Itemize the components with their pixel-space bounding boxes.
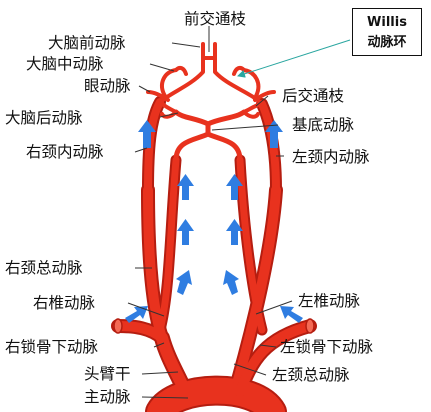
- label-middle-cerebral: 大脑中动脉: [26, 55, 104, 73]
- label-ophthalmic: 眼动脉: [84, 77, 131, 95]
- label-left-vertebral: 左椎动脉: [298, 292, 361, 310]
- leader-willis: [237, 39, 351, 78]
- middle-cerebral-left: [242, 68, 261, 98]
- label-brachiocephalic-trunk: 头臂干: [84, 365, 131, 383]
- label-left-subclavian: 左锁骨下动脉: [280, 338, 374, 356]
- label-left-common-carotid: 左颈总动脉: [272, 366, 350, 384]
- anterior-cerebral-left: [213, 42, 264, 106]
- leader-brachiocephalic: [141, 371, 179, 375]
- flow-arrow-left-subclavian: [280, 306, 303, 323]
- label-aorta: 主动脉: [84, 388, 131, 406]
- label-posterior-communicating: 后交通枝: [282, 87, 345, 105]
- label-right-common-carotid: 右颈总动脉: [5, 259, 83, 277]
- left-subclavian-cut: [305, 318, 315, 334]
- label-posterior-cerebral: 大脑后动脉: [5, 109, 83, 127]
- label-basilar: 基底动脉: [292, 116, 355, 134]
- willis-ring-callout: Willis 动脉环: [352, 8, 422, 56]
- flow-arrow-left-vertebral-3: [223, 270, 239, 295]
- willis-box-subtitle: 动脉环: [367, 35, 407, 50]
- flow-arrow-right-subclavian: [125, 306, 148, 323]
- flow-arrow-right-internal: [138, 120, 156, 148]
- label-right-internal-carotid: 右颈内动脉: [26, 143, 104, 161]
- posterior-cerebral-right: [173, 109, 211, 127]
- label-left-internal-carotid: 左颈内动脉: [292, 148, 370, 166]
- leader-posterior-cerebral: [159, 112, 179, 118]
- label-anterior-cerebral: 大脑前动脉: [48, 34, 126, 52]
- leader-ophthalmic: [138, 85, 151, 93]
- leader-middle-cerebral: [149, 63, 175, 72]
- leader-aorta: [141, 396, 189, 399]
- leader-anterior-cerebral: [171, 42, 201, 48]
- ophthalmic-left: [253, 90, 276, 102]
- left-branch-small: [232, 65, 246, 76]
- flow-arrow-left-vertebral-1: [226, 174, 243, 200]
- leader-left-vertebral: [255, 300, 293, 315]
- leader-right-internal: [134, 147, 148, 153]
- leader-left-subclavian: [259, 344, 277, 348]
- flow-arrow-right-vertebral-2: [177, 219, 194, 245]
- willis-box-title: Willis: [367, 15, 407, 30]
- leader-basilar: [211, 124, 279, 131]
- right-subclavian-cut: [113, 318, 123, 334]
- flow-arrow-right-vertebral-1: [177, 174, 194, 200]
- leader-right-subclavian: [153, 342, 165, 348]
- flow-arrow-left-internal: [265, 120, 283, 148]
- label-right-subclavian: 右锁骨下动脉: [5, 338, 99, 356]
- flow-arrow-right-vertebral-3: [176, 270, 192, 295]
- label-anterior-communicating: 前交通枝: [184, 10, 247, 28]
- leader-left-common: [233, 363, 267, 376]
- flow-arrow-left-vertebral-2: [226, 219, 243, 245]
- label-right-vertebral: 右椎动脉: [33, 294, 96, 312]
- leader-right-vertebral: [127, 302, 165, 317]
- leader-posterior-communicating: [255, 95, 269, 107]
- basilar-artery: [173, 131, 243, 163]
- right-branch-small: [174, 65, 188, 76]
- posterior-cerebral-left: [205, 109, 247, 127]
- posterior-branch-left: [242, 110, 260, 119]
